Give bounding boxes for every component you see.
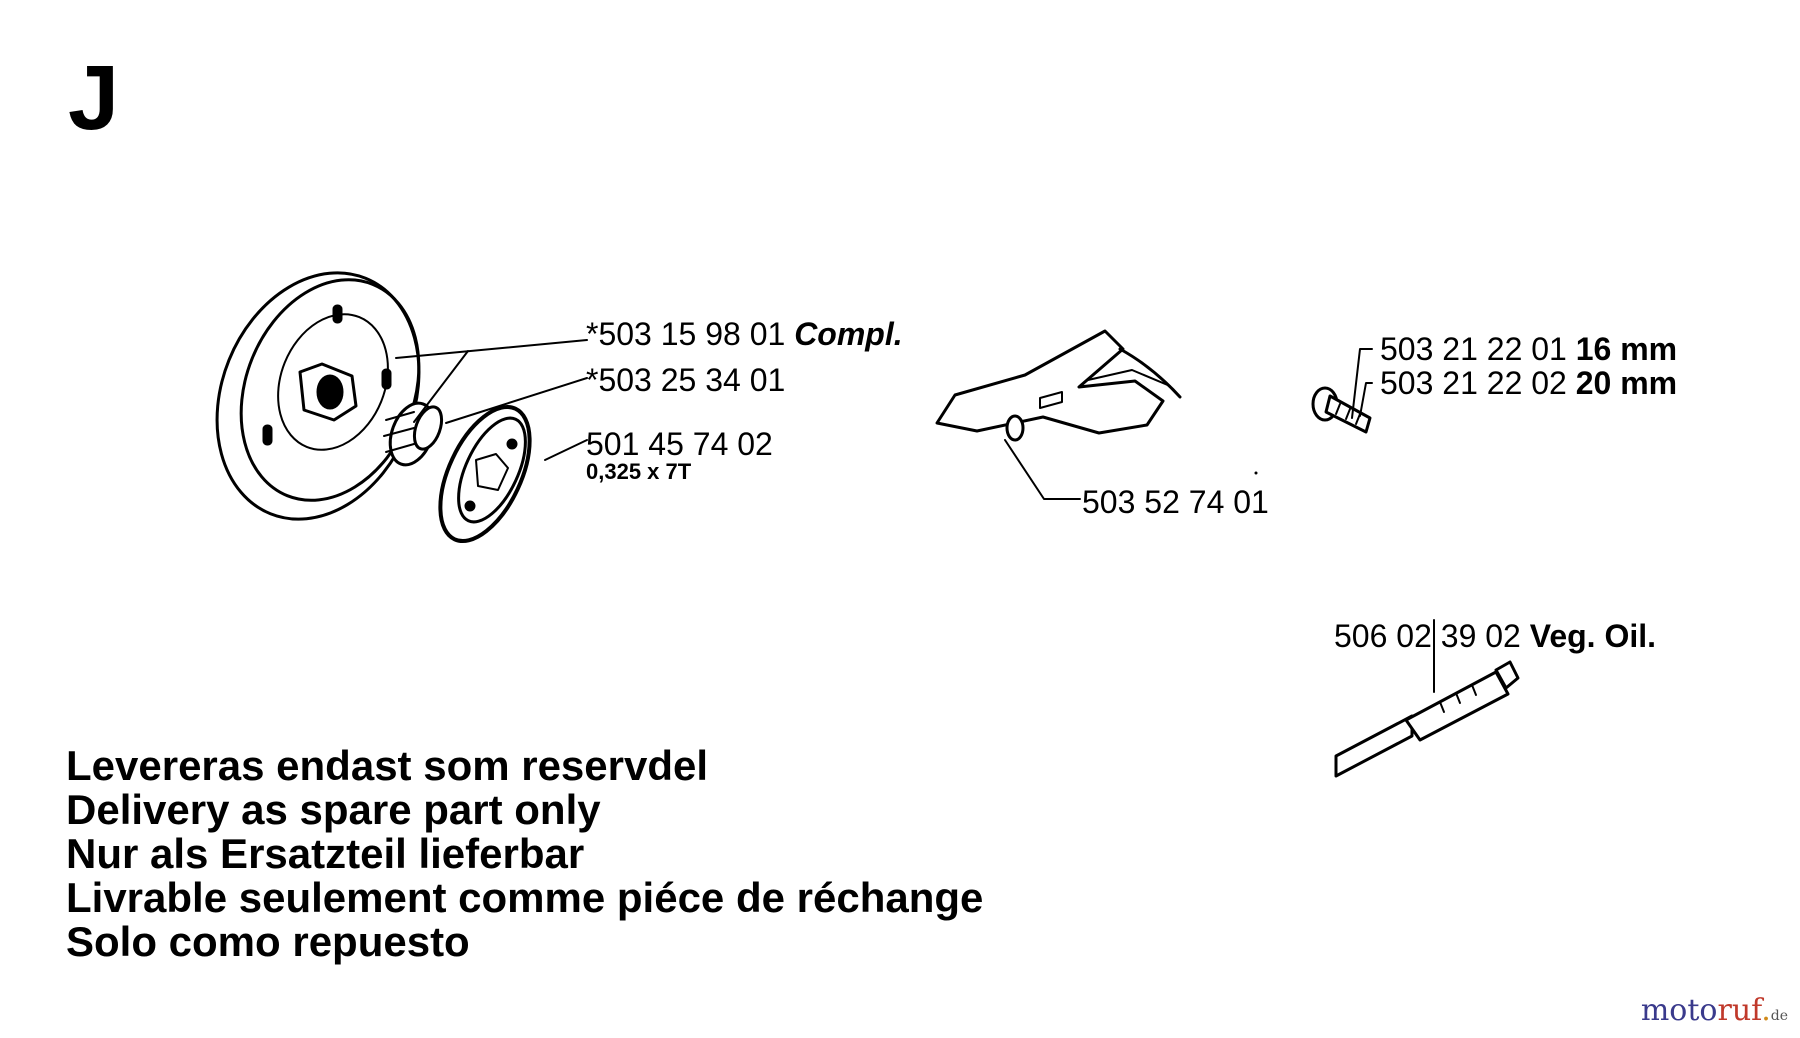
part-number-sprocket: 501 45 74 02 — [586, 426, 773, 462]
part-label-sprocket: 501 45 74 02 — [586, 428, 773, 460]
part-label-clutch-drum: *503 15 98 01 Compl. — [586, 318, 903, 350]
part-number-needle-bearing: *503 25 34 01 — [586, 362, 786, 398]
needle-bearing-drawing — [383, 401, 444, 467]
sprocket-drawing — [438, 404, 532, 544]
part-number-bolt-16: 503 21 22 01 — [1380, 331, 1567, 367]
notice-line-french: Livrable seulement comme piéce de réchan… — [66, 874, 984, 921]
part-number-clutch-drum: *503 15 98 01 — [586, 316, 786, 352]
part-label-bolt-20: 503 21 22 02 20 mm — [1380, 367, 1677, 399]
part-number-guide-plate: 503 52 74 01 — [1082, 484, 1269, 520]
pump-shaft-drawing — [1334, 660, 1520, 778]
notice-line-spanish: Solo como repuesto — [66, 918, 470, 965]
part-label-guide-plate: 503 52 74 01 — [1082, 486, 1269, 518]
notice-line-english: Delivery as spare part only — [66, 786, 601, 833]
part-label-pump-shaft: 506 02 39 02 Veg. Oil. — [1334, 620, 1656, 652]
part-note-complete: Compl. — [794, 316, 903, 352]
watermark-part-b: ruf — [1717, 993, 1762, 1028]
guide-plate-drawing — [935, 329, 1182, 442]
notice-line-swedish: Levereras endast som reservdel — [66, 742, 709, 789]
watermark-tld: de — [1770, 1008, 1788, 1024]
spare-part-notice: Levereras endast som reservdel Delivery … — [66, 744, 983, 964]
watermark-dot: . — [1761, 993, 1771, 1028]
bolt-size-20: 20 mm — [1575, 365, 1678, 401]
part-label-needle-bearing: *503 25 34 01 — [586, 364, 785, 396]
sprocket-spec: 0,325 x 7T — [586, 459, 692, 484]
part-note-veg-oil: Veg. Oil. — [1529, 618, 1656, 654]
section-letter: J — [68, 47, 120, 149]
watermark-logo: motoruf.de — [1641, 993, 1788, 1028]
bolt-drawing — [1311, 386, 1372, 434]
leader-lines — [395, 339, 1435, 693]
clutch-drum-drawing — [215, 271, 421, 521]
notice-line-german: Nur als Ersatzteil lieferbar — [66, 830, 585, 877]
part-number-bolt-20: 503 21 22 02 — [1380, 365, 1567, 401]
watermark-part-a: moto — [1640, 993, 1718, 1028]
part-number-pump-shaft: 506 02 39 02 — [1334, 618, 1521, 654]
part-label-bolt-16: 503 21 22 01 16 mm — [1380, 333, 1677, 365]
bolt-size-16: 16 mm — [1575, 331, 1678, 367]
